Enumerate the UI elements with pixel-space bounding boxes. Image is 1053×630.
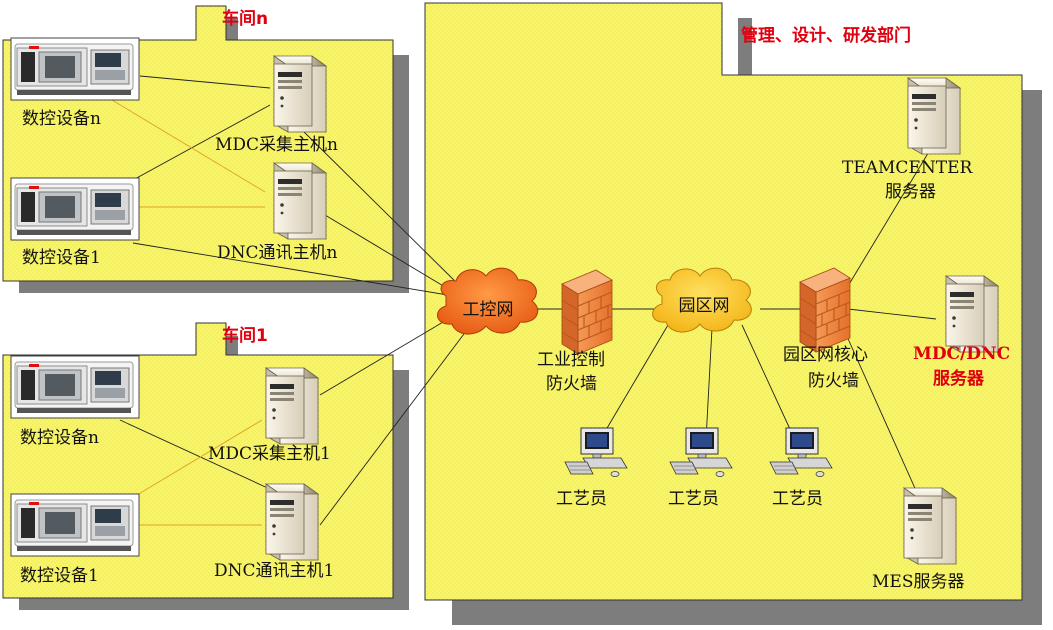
mes-server: MES服务器	[872, 487, 964, 592]
cnc-label: 数控设备1	[20, 566, 99, 586]
teamcenter-label-2: 服务器	[885, 182, 936, 202]
workstation-label: 工艺员	[772, 489, 823, 509]
campus-network-cloud: 园区网	[652, 267, 752, 333]
mdc-host-n: MDC采集主机n	[215, 55, 338, 155]
mdc-host-label: MDC采集主机1	[208, 444, 331, 464]
mdc-dnc-label-2: 服务器	[933, 368, 985, 389]
mdc-host-label: MDC采集主机n	[215, 135, 338, 155]
workstation-1: 工艺员	[556, 427, 628, 509]
workshop-1-title: 车间1	[222, 325, 268, 346]
workstation-2: 工艺员	[668, 427, 733, 509]
mdc-dnc-label-1: MDC/DNC	[913, 344, 1010, 364]
workstation-label: 工艺员	[668, 489, 719, 509]
mes-server-label: MES服务器	[872, 572, 964, 592]
cnc-machine-n-bottom: 数控设备n	[10, 355, 140, 448]
workshop-n-title: 车间n	[222, 8, 268, 29]
dnc-host-label: DNC通讯主机n	[217, 243, 338, 263]
cnc-machine-1-top: 数控设备1	[10, 177, 140, 268]
teamcenter-label-1: TEAMCENTER	[842, 158, 973, 178]
cnc-label: 数控设备n	[20, 428, 99, 448]
core-firewall-label-1: 园区网核心	[783, 345, 868, 365]
connections	[119, 75, 937, 526]
core-firewall: 园区网核心 防火墙	[783, 267, 868, 391]
dnc-host-n: DNC通讯主机n	[217, 162, 338, 263]
cnc-machine-n-top: 数控设备n	[10, 37, 140, 129]
mdc-dnc-server: MDC/DNC 服务器	[913, 275, 1010, 389]
dnc-host-1: DNC通讯主机1	[214, 483, 334, 581]
cnc-machine-1-bottom: 数控设备1	[10, 493, 140, 586]
workstation-label: 工艺员	[556, 489, 607, 509]
industrial-network-cloud: 工控网	[437, 267, 539, 335]
campus-network-label: 园区网	[679, 296, 730, 316]
serial-links	[111, 99, 266, 526]
industrial-firewall: 工业控制 防火墙	[537, 269, 613, 394]
industrial-network-label: 工控网	[463, 300, 514, 320]
mdc-host-1: MDC采集主机1	[208, 367, 331, 464]
department-title: 管理、设计、研发部门	[741, 25, 911, 46]
teamcenter-server: TEAMCENTER 服务器	[842, 77, 973, 202]
cnc-label: 数控设备1	[22, 248, 101, 268]
workstation-3: 工艺员	[769, 427, 833, 509]
cnc-label: 数控设备n	[22, 109, 101, 129]
dnc-host-label: DNC通讯主机1	[214, 561, 334, 581]
industrial-firewall-label-1: 工业控制	[537, 350, 605, 370]
core-firewall-label-2: 防火墙	[808, 371, 859, 391]
industrial-firewall-label-2: 防火墙	[546, 374, 597, 394]
